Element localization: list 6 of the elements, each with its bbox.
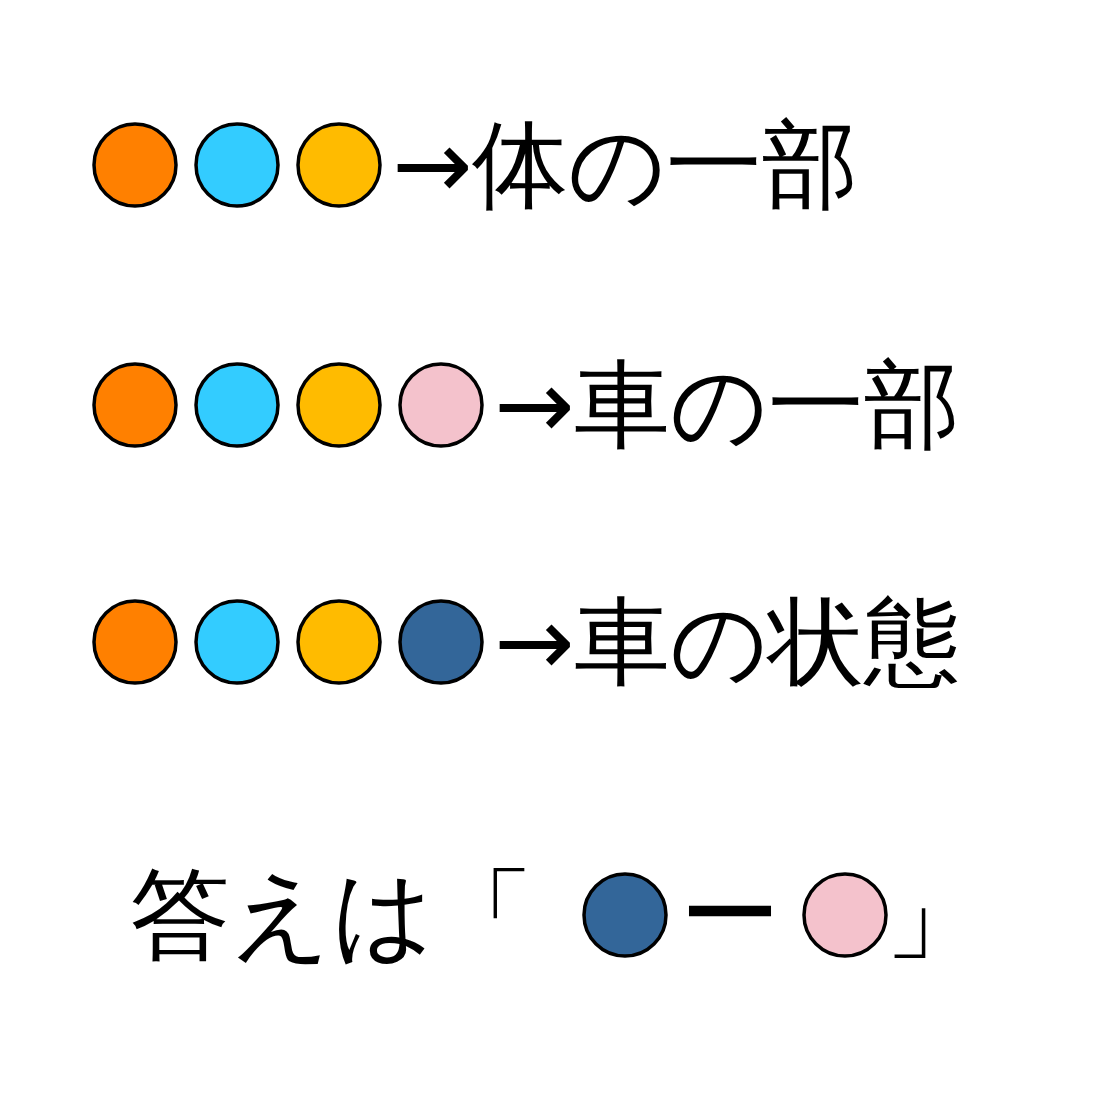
clue-text: →車の状態 xyxy=(494,594,961,690)
clue-text: →車の一部 xyxy=(494,357,961,453)
clue-text: →体の一部 xyxy=(392,117,859,213)
dash-text: ー xyxy=(680,865,780,965)
bracket-text: 」 xyxy=(885,865,985,965)
answer-text: 答えは「 xyxy=(130,865,534,965)
